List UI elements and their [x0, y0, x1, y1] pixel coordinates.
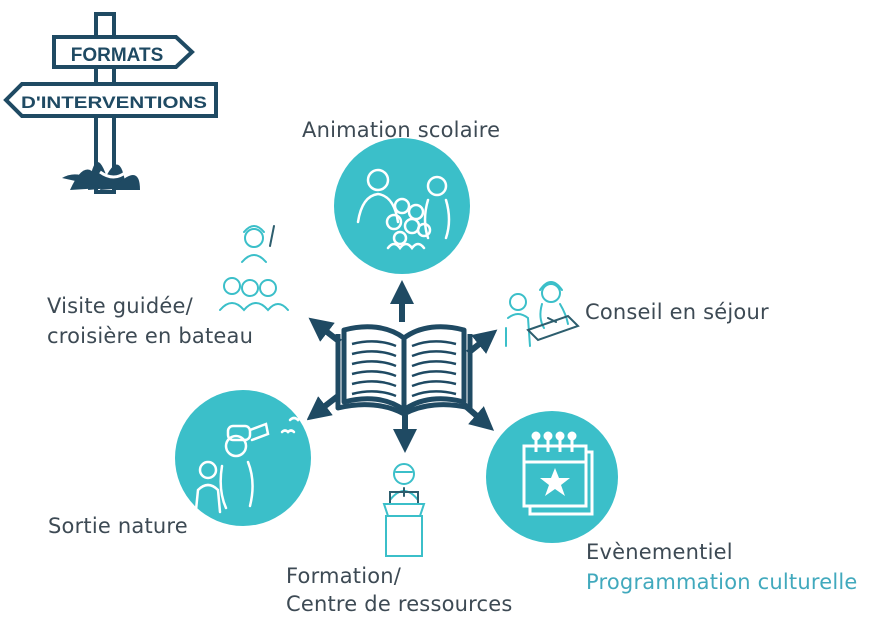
sortie-circle — [175, 390, 311, 526]
signpost-top-text: FORMATS — [71, 45, 164, 66]
label-conseil-sejour: Conseil en séjour — [585, 300, 769, 324]
calendar-star-icon — [522, 431, 594, 516]
label-formation-line1: Formation/ — [286, 564, 402, 588]
label-visite-line1: Visite guidée/ — [47, 294, 193, 318]
label-sortie-nature: Sortie nature — [48, 514, 188, 538]
node-sortie-nature — [175, 390, 311, 526]
open-book-icon — [335, 324, 473, 417]
node-evenementiel — [486, 411, 618, 543]
arrow-left-down — [306, 393, 340, 421]
signpost-top-board — [52, 35, 195, 69]
animation-circle — [334, 138, 470, 274]
binoculars-birdwatching-icon — [194, 416, 308, 514]
signpost-bottom-text: D'INTERVENTIONS — [21, 93, 207, 112]
signpost-icon — [3, 12, 218, 194]
label-formation-line2: Centre de ressources — [286, 592, 513, 616]
schoolchildren-group-icon — [356, 168, 451, 251]
signpost-bottom-board — [3, 82, 218, 118]
guide-group-icon — [219, 225, 289, 312]
advisor-desk-icon — [505, 281, 580, 347]
node-animation-scolaire — [334, 138, 470, 274]
label-evenementiel-line1: Evènementiel — [586, 540, 733, 564]
trainer-lectern-icon — [382, 463, 426, 557]
label-animation-scolaire: Animation scolaire — [302, 118, 501, 142]
label-programmation-culturelle: Programmation culturelle — [586, 570, 858, 594]
label-visite-line2: croisière en bateau — [47, 324, 254, 348]
